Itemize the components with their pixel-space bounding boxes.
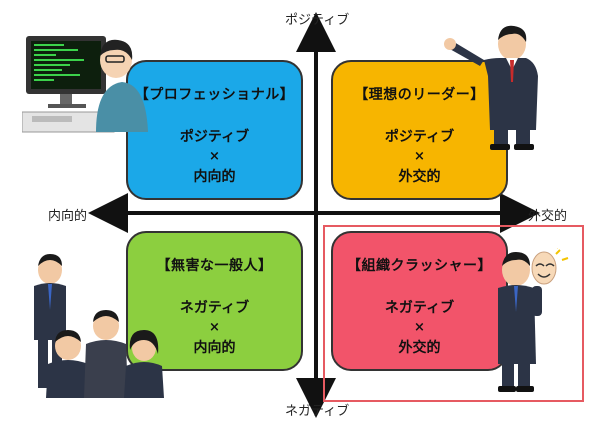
quadrant-line2: 外交的 (398, 340, 441, 356)
axis-label-bottom: ネガティブ (285, 404, 350, 419)
quadrant-times: × (209, 149, 220, 164)
businessman-with-mask-illustration (498, 248, 569, 392)
group-of-office-workers-illustration (34, 254, 164, 398)
quadrant-title: 【プロフェッショナル】 (134, 87, 295, 103)
quadrant-title: 【理想のリーダー】 (354, 87, 485, 103)
quadrant-title: 【無害な一般人】 (156, 258, 273, 274)
quadrant-ideal-leader: 【理想のリーダー】 ポジティブ × 外交的 (331, 60, 508, 200)
highlight-frame (323, 225, 584, 402)
quadrant-line2: 外交的 (398, 169, 441, 185)
quadrant-professional: 【プロフェッショナル】 ポジティブ × 内向的 (126, 60, 303, 200)
quadrant-line1: ネガティブ (179, 300, 250, 316)
quadrant-line2: 内向的 (193, 340, 236, 356)
quadrant-organization-crusher: 【組織クラッシャー】 ネガティブ × 外交的 (331, 231, 508, 371)
pointing-leader-illustration (444, 25, 538, 150)
quadrant-line1: ネガティブ (384, 300, 455, 316)
axis-label-left: 内向的 (48, 209, 88, 224)
quadrant-times: × (209, 320, 220, 335)
quadrant-title: 【組織クラッシャー】 (347, 258, 492, 274)
axis-label-right: 外交的 (528, 209, 568, 224)
quadrant-line1: ポジティブ (179, 129, 250, 145)
quadrant-line2: 内向的 (193, 169, 236, 185)
programmer-at-computer-illustration (22, 36, 148, 133)
quadrant-times: × (414, 149, 425, 164)
axis-label-top: ポジティブ (285, 13, 350, 28)
quadrant-times: × (414, 320, 425, 335)
quadrant-line1: ポジティブ (384, 129, 455, 145)
